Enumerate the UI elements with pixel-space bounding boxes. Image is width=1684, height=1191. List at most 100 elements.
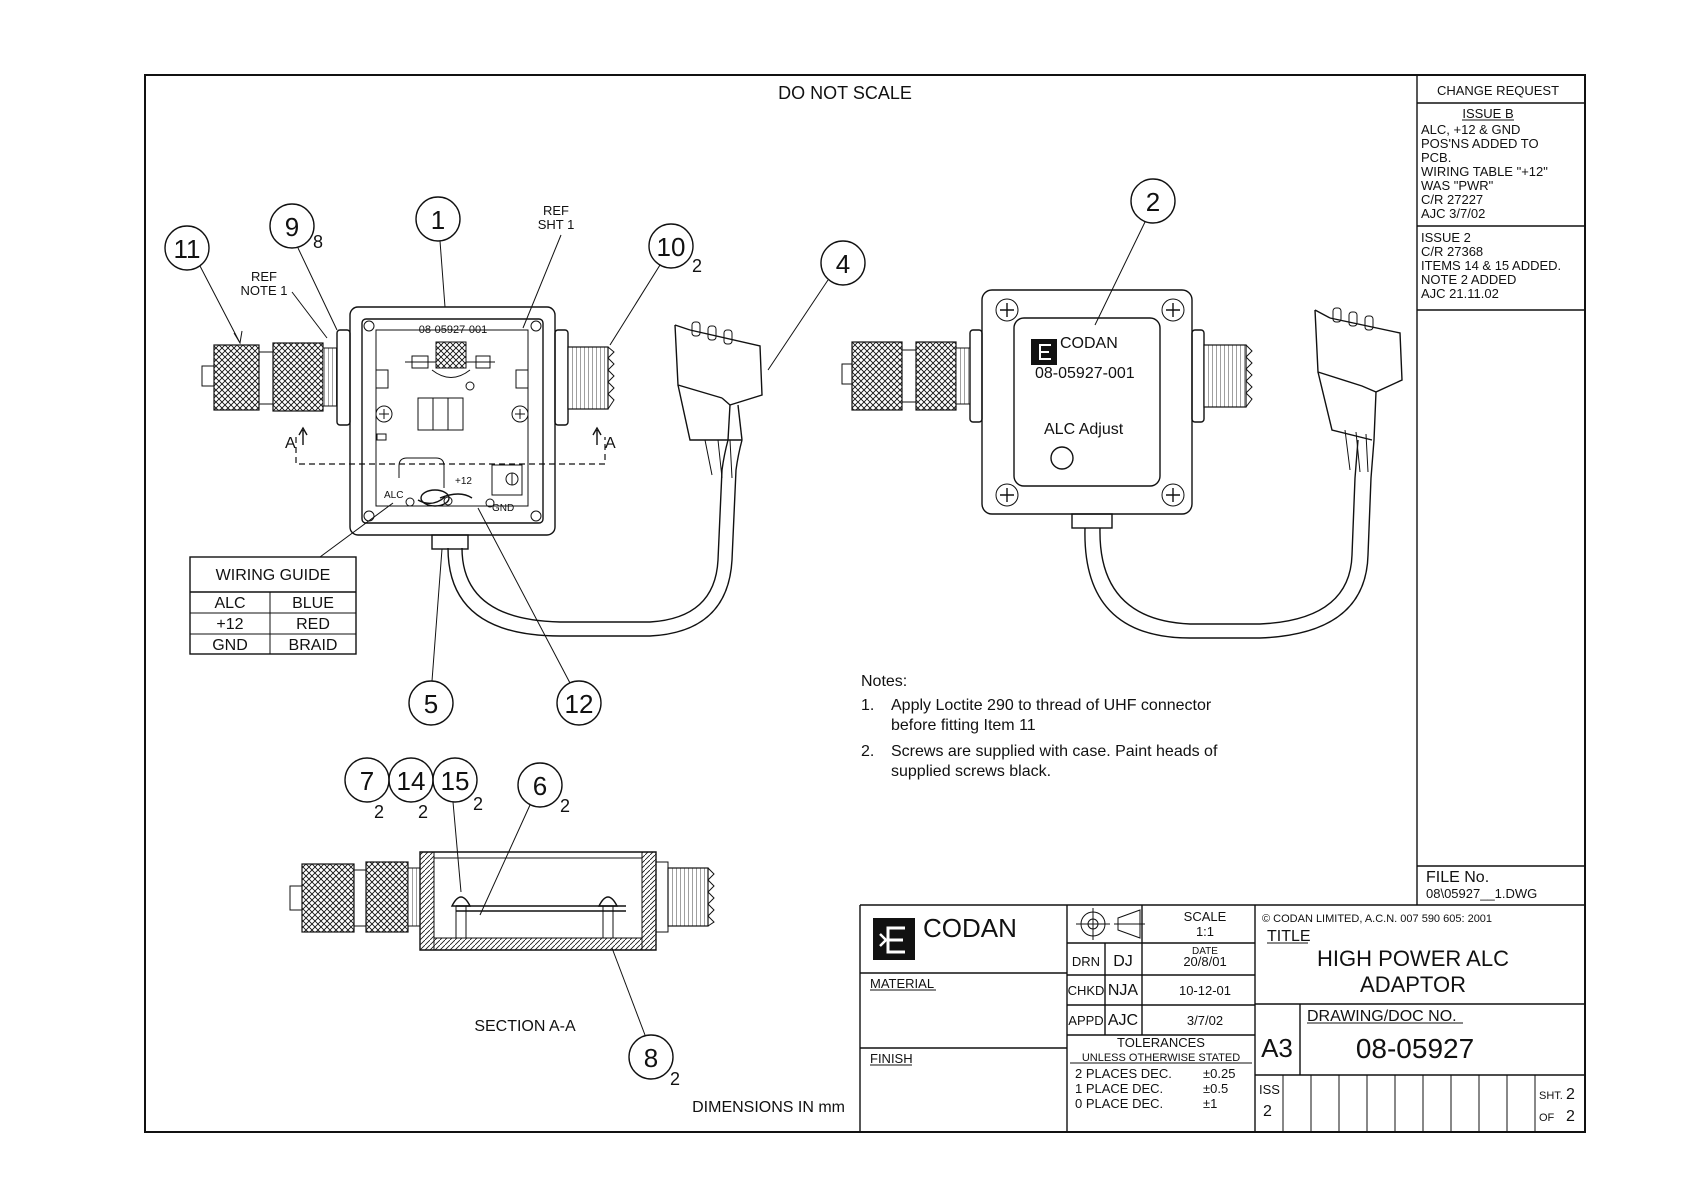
section-arrow-right: [592, 426, 602, 445]
section-title: SECTION A-A: [474, 1018, 576, 1035]
wiring-color: RED: [296, 616, 330, 633]
drawing-title-line: ADAPTOR: [1360, 972, 1466, 997]
item-quantity: 2: [670, 1069, 680, 1089]
notes-block: Notes: 1. Apply Loctite 290 to thread of…: [861, 673, 1218, 780]
cable-gland: [431, 534, 469, 550]
title-block: CODAN MATERIAL FINISH SCALE 1:1 DATE DRN…: [859, 904, 1585, 1132]
ref-note-label: REF: [251, 269, 277, 284]
sheet-value: 2: [1566, 1086, 1575, 1103]
tolerance-row-label: 1 PLACE DEC.: [1075, 1081, 1163, 1096]
balloon-number: 6: [533, 771, 547, 801]
do-not-scale-label: DO NOT SCALE: [778, 83, 912, 103]
tolerance-row-value: ±1: [1203, 1096, 1217, 1111]
item-balloon: [432, 757, 478, 803]
sheet-label: SHT.: [1539, 1090, 1563, 1102]
balloon-number: 15: [441, 766, 470, 796]
thread-connector: [1203, 344, 1247, 408]
open-assembly-view: 08-05927-001 ALC +12 GND: [201, 306, 763, 637]
doc-number-label: DRAWING/DOC NO.: [1307, 1008, 1457, 1025]
issue-b-line: PCB.: [1421, 150, 1451, 165]
pcb-plus12-label: +12: [455, 476, 472, 487]
wiring-signal: +12: [216, 616, 243, 633]
knurl-nut-outer: [851, 341, 903, 411]
note-line: Apply Loctite 290 to thread of UHF conne…: [891, 697, 1212, 714]
tolerance-row-value: ±0.5: [1203, 1081, 1228, 1096]
item-balloon: [648, 223, 694, 269]
issue-b-line: ALC, +12 & GND: [1421, 122, 1520, 137]
sign-role: APPD: [1068, 1013, 1103, 1028]
wiring-signal: ALC: [214, 595, 245, 612]
date-label: DATE: [1192, 946, 1218, 957]
item-balloon: [820, 240, 866, 286]
molex-connector: [1314, 307, 1403, 473]
pcb-gnd-label: GND: [492, 503, 514, 514]
screw-head-icon: [597, 896, 619, 907]
finish-label: FINISH: [870, 1051, 913, 1066]
knurl-nut-inner: [365, 861, 409, 933]
wiring-guide-table: WIRING GUIDE ALC BLUE +12 RED GND BRAID: [189, 502, 394, 655]
change-request-title: CHANGE REQUEST: [1437, 83, 1559, 98]
sign-role: DRN: [1072, 954, 1100, 969]
item-balloon: [408, 680, 454, 726]
balloon-number: 2: [1146, 187, 1160, 217]
issue-2-line: ITEMS 14 & 15 ADDED.: [1421, 258, 1561, 273]
item-quantity: 8: [313, 232, 323, 252]
item-balloon: [517, 762, 563, 808]
sign-date: 10-12-01: [1179, 983, 1231, 998]
tolerances-subtitle: UNLESS OTHERWISE STATED: [1082, 1052, 1240, 1064]
balloon-number: 10: [657, 232, 686, 262]
copyright-text: © CODAN LIMITED, A.C.N. 007 590 605: 200…: [1262, 913, 1492, 925]
case-inner: [361, 318, 544, 524]
pcb-alc-label: ALC: [384, 490, 403, 501]
note-number: 1.: [861, 697, 874, 714]
front-brand-text: CODAN: [1060, 335, 1118, 352]
alc-adjust-hole: [1050, 446, 1074, 470]
note-number: 2.: [861, 743, 874, 760]
screw-icon: [511, 405, 529, 423]
balloon-number: 12: [565, 689, 594, 719]
issue-2-line: AJC 21.11.02: [1421, 286, 1499, 301]
sign-date: 20/8/01: [1183, 954, 1226, 969]
ref-note-label: NOTE 1: [241, 283, 288, 298]
issue-2-line: NOTE 2 ADDED: [1421, 272, 1516, 287]
dimensions-note: DIMENSIONS IN mm: [692, 1099, 845, 1116]
knurl-nut-outer: [213, 344, 260, 411]
thread-connector: [567, 346, 609, 410]
balloon-number: 9: [285, 212, 299, 242]
scale-label: SCALE: [1184, 909, 1227, 924]
screw-icon: [1161, 483, 1185, 507]
pin-stub: [201, 365, 215, 387]
knurl-nut-inner: [915, 341, 957, 411]
tolerance-row-label: 2 PLACES DEC.: [1075, 1066, 1172, 1081]
third-angle-projection-icon: [1076, 908, 1145, 940]
item-balloon: [164, 225, 210, 271]
issue-2-line: ISSUE 2: [1421, 230, 1471, 245]
sign-initials: NJA: [1108, 982, 1139, 999]
scale-value: 1:1: [1196, 924, 1214, 939]
front-part-number: 08-05927-001: [1035, 365, 1135, 382]
drawing-border: [144, 74, 1586, 1133]
screw-icon: [995, 483, 1019, 507]
knurl-nut-outer: [301, 863, 355, 933]
screw-head-icon: [450, 896, 472, 907]
file-number-label: FILE No.: [1426, 869, 1489, 886]
issue-b-line: WAS "PWR": [1421, 178, 1494, 193]
label-plate: [1013, 317, 1161, 487]
balloon-number: 1: [431, 205, 445, 235]
item-balloon: [556, 680, 602, 726]
thread-connector: [667, 867, 709, 927]
pcb-part-number: 08-05927-001: [419, 324, 488, 336]
item-quantity: 2: [374, 802, 384, 822]
note-line: Screws are supplied with case. Paint hea…: [891, 743, 1218, 760]
sign-initials: AJC: [1108, 1012, 1138, 1029]
balloon-number: 11: [174, 234, 201, 264]
balloon-number: 8: [644, 1043, 658, 1073]
issue-b-line: AJC 3/7/02: [1421, 206, 1485, 221]
sheet-size: A3: [1261, 1033, 1293, 1063]
screw-icon: [1161, 298, 1185, 322]
sign-date: 3/7/02: [1187, 1013, 1223, 1028]
balloon-number: 14: [397, 766, 426, 796]
item-balloon: [269, 203, 315, 249]
alc-adjust-label: ALC Adjust: [1044, 421, 1124, 438]
